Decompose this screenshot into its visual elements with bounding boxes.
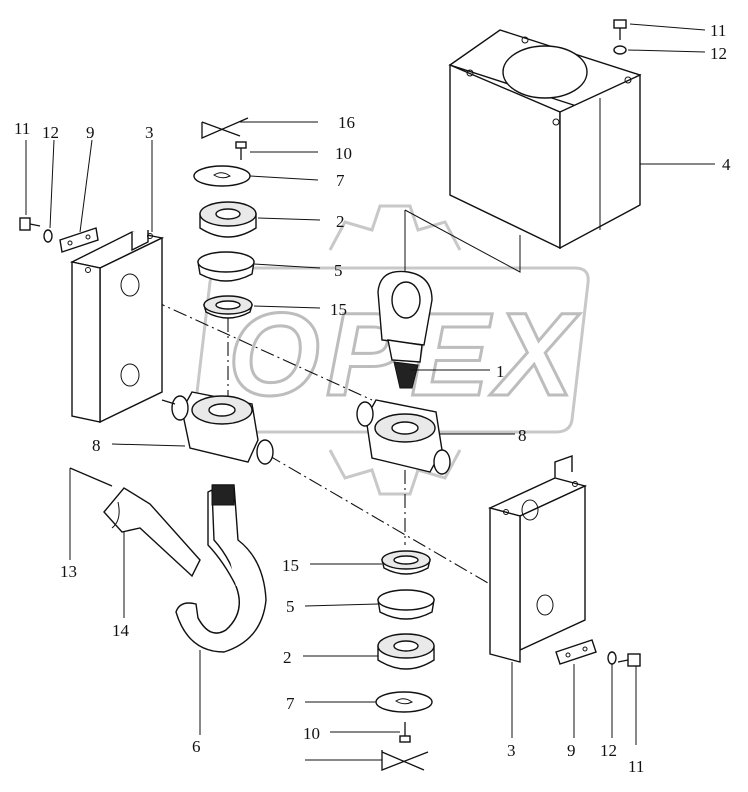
callout-12-right: 12 xyxy=(600,741,617,760)
bolt-part-10-top xyxy=(235,141,247,160)
bolt-part-11-right xyxy=(617,653,641,667)
callout-5-bottom: 5 xyxy=(286,597,295,616)
latch-part-14 xyxy=(103,487,201,578)
housing-part-4 xyxy=(404,29,642,275)
bushing-part-5-top xyxy=(197,251,255,282)
callout-labels: 16 10 7 2 5 15 4 11 12 1 8 8 11 12 9 3 1… xyxy=(14,21,731,776)
callout-8-right: 8 xyxy=(518,426,527,445)
callout-12-left: 12 xyxy=(42,123,59,142)
split-pin-part-16-bottom xyxy=(381,750,429,771)
washer-part-12-right xyxy=(607,651,617,665)
callout-9-right: 9 xyxy=(567,741,576,760)
callout-2-bottom: 2 xyxy=(283,648,292,667)
hook-part-6 xyxy=(175,484,267,653)
callout-11-top: 11 xyxy=(710,21,726,40)
trunnion-part-8-left xyxy=(161,391,274,465)
callout-8-left: 8 xyxy=(92,436,101,455)
callout-11-right: 11 xyxy=(628,757,644,776)
bearing-part-15-top xyxy=(203,295,253,319)
bushing-part-5-bottom xyxy=(377,589,435,620)
callout-15-top: 15 xyxy=(330,300,347,319)
washer-part-12-left xyxy=(43,229,53,243)
callout-5-top: 5 xyxy=(334,261,343,280)
bolt-part-10-bottom xyxy=(399,722,411,743)
callout-1: 1 xyxy=(496,362,505,381)
axis-line-lower xyxy=(267,454,501,591)
axis-line-upper xyxy=(129,289,373,401)
leader-lines xyxy=(25,23,715,761)
callout-14: 14 xyxy=(112,621,130,640)
eye-bolt-part-1 xyxy=(377,270,433,389)
callout-2-top: 2 xyxy=(336,212,345,231)
nut-part-2-top xyxy=(199,201,257,238)
callout-13: 13 xyxy=(60,562,77,581)
callout-12-top: 12 xyxy=(710,44,727,63)
callout-15-bottom: 15 xyxy=(282,556,299,575)
side-plate-part-3-left xyxy=(69,230,165,424)
callout-6: 6 xyxy=(192,737,201,756)
callout-3-left: 3 xyxy=(145,123,154,142)
nut-part-2-bottom xyxy=(377,633,435,670)
washer-part-12-top xyxy=(613,45,627,55)
trunnion-part-8-right xyxy=(356,399,451,475)
side-plate-part-3-right xyxy=(487,455,588,663)
callout-9-left: 9 xyxy=(86,123,95,142)
callout-11-left: 11 xyxy=(14,119,30,138)
callout-3-right: 3 xyxy=(507,741,516,760)
callout-16-top: 16 xyxy=(338,113,355,132)
callout-7-top: 7 xyxy=(336,171,345,190)
shim-part-9-left xyxy=(59,227,99,253)
split-pin-part-16-top xyxy=(201,117,249,139)
lock-plate-part-7-top xyxy=(193,165,251,187)
wire-part-13 xyxy=(69,467,113,487)
bearing-part-15-bottom xyxy=(381,550,431,575)
bolt-part-11-left xyxy=(19,217,41,231)
callout-10-top: 10 xyxy=(335,144,352,163)
lock-plate-part-7-bottom xyxy=(375,691,433,713)
bolt-part-11-top xyxy=(613,19,627,40)
shim-part-9-right xyxy=(555,639,597,665)
callout-4: 4 xyxy=(722,155,731,174)
callout-7-bottom: 7 xyxy=(286,694,295,713)
callout-10-bottom: 10 xyxy=(303,724,320,743)
